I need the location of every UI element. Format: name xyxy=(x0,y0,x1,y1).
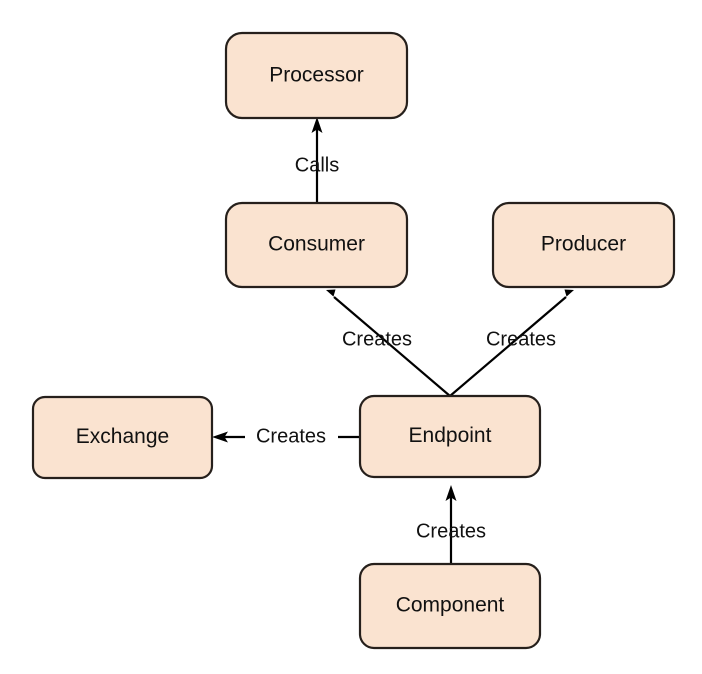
edge-endpoint-creates-producer: Creates xyxy=(449,289,574,397)
arrowhead-creates-exchange xyxy=(212,431,228,443)
edge-label-creates-producer: Creates xyxy=(486,328,556,350)
node-endpoint-box[interactable] xyxy=(358,394,542,479)
node-endpoint-label: Endpoint xyxy=(409,424,492,447)
node-producer[interactable]: Producer xyxy=(491,201,676,289)
node-component-label: Component xyxy=(396,594,505,617)
edge-label-calls: Calls xyxy=(295,154,339,176)
edge-consumer-calls-processor: Calls xyxy=(295,117,339,203)
node-processor-box[interactable] xyxy=(224,31,409,120)
edge-component-creates-endpoint: Creates xyxy=(416,485,486,564)
edge-label-creates-consumer: Creates xyxy=(342,328,412,350)
node-consumer-box[interactable] xyxy=(224,201,409,289)
arrowhead-creates-consumer xyxy=(326,289,339,302)
arrowhead-creates-producer xyxy=(561,289,574,302)
node-exchange-label: Exchange xyxy=(76,425,169,448)
edge-line-creates-producer xyxy=(449,296,567,397)
node-producer-box[interactable] xyxy=(491,201,676,289)
edge-endpoint-creates-consumer: Creates xyxy=(326,289,451,397)
arrowhead-calls xyxy=(311,117,323,133)
node-processor-label: Processor xyxy=(269,64,364,87)
node-consumer[interactable]: Consumer xyxy=(224,201,409,289)
node-exchange[interactable]: Exchange xyxy=(31,395,214,480)
node-producer-label: Producer xyxy=(541,233,626,256)
node-processor[interactable]: Processor xyxy=(224,31,409,120)
node-exchange-box[interactable] xyxy=(31,395,214,480)
node-endpoint[interactable]: Endpoint xyxy=(358,394,542,479)
node-consumer-label: Consumer xyxy=(268,233,365,256)
edge-line-creates-consumer xyxy=(333,296,451,397)
node-component[interactable]: Component xyxy=(358,562,542,650)
node-component-box[interactable] xyxy=(358,562,542,650)
edge-label-creates-exchange: Creates xyxy=(256,425,326,447)
edge-endpoint-creates-exchange: Creates xyxy=(212,425,360,447)
edge-label-creates-endpoint: Creates xyxy=(416,520,486,542)
arrowhead-creates-endpoint xyxy=(445,485,457,501)
